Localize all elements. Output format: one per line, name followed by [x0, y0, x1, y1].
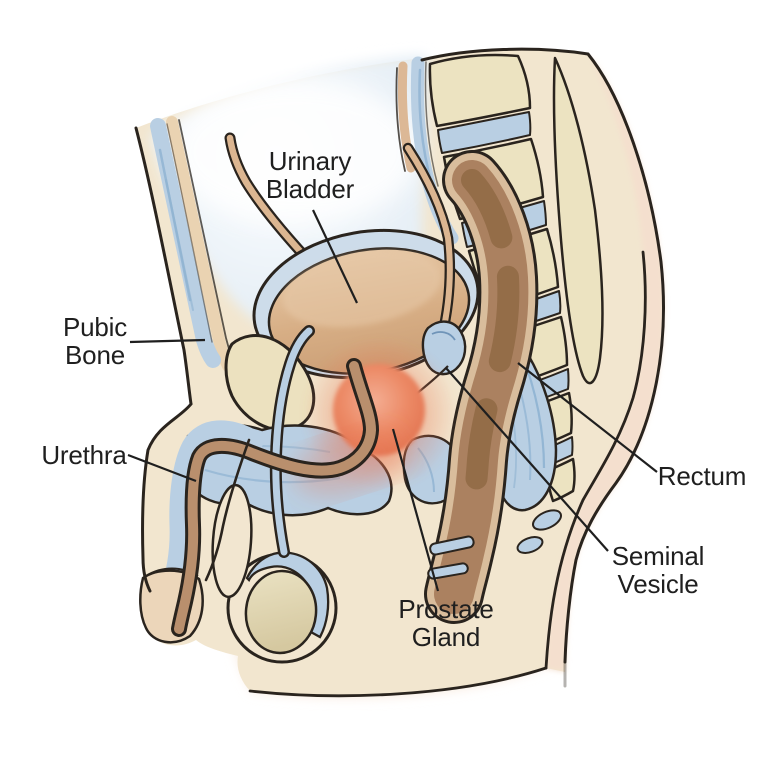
- rectum-shape: [424, 150, 539, 624]
- label-line: Urethra: [41, 440, 127, 470]
- label-urinary-bladder: Urinary Bladder: [265, 146, 355, 204]
- label-line: Urinary: [268, 146, 352, 176]
- body-outlines: [134, 47, 665, 698]
- label-line: Vesicle: [617, 568, 699, 599]
- urachus-duct: [224, 132, 316, 268]
- testis-shape: [244, 569, 318, 655]
- penis-scrotum: [139, 325, 380, 664]
- leader-urethra: [127, 453, 197, 483]
- ureter-duct: [402, 142, 456, 342]
- abdominal-wall: [150, 116, 236, 372]
- leader-rectum: [517, 362, 658, 473]
- label-seminal-vesicle: Seminal Vesicle: [611, 541, 705, 599]
- leader-lines: [127, 209, 658, 592]
- label-prostate-gland: Prostate Gland: [398, 594, 494, 652]
- label-line: Pubic: [62, 312, 128, 342]
- anal-sphincter: [427, 535, 475, 580]
- label-line: Bone: [65, 339, 125, 370]
- label-line: Prostate: [398, 594, 494, 624]
- leader-seminal-vesicle: [445, 367, 609, 552]
- leader-prostate-gland: [391, 428, 440, 592]
- label-rectum: Rectum: [657, 461, 747, 491]
- label-line: Gland: [411, 621, 481, 652]
- label-urethra: Urethra: [41, 440, 127, 470]
- label-line: Seminal: [611, 541, 705, 571]
- leader-pubic-bone: [129, 338, 206, 344]
- leader-urinary-bladder: [312, 209, 358, 304]
- label-line: Bladder: [265, 173, 355, 204]
- label-line: Rectum: [657, 461, 747, 491]
- label-pubic-bone: Pubic Bone: [62, 312, 128, 370]
